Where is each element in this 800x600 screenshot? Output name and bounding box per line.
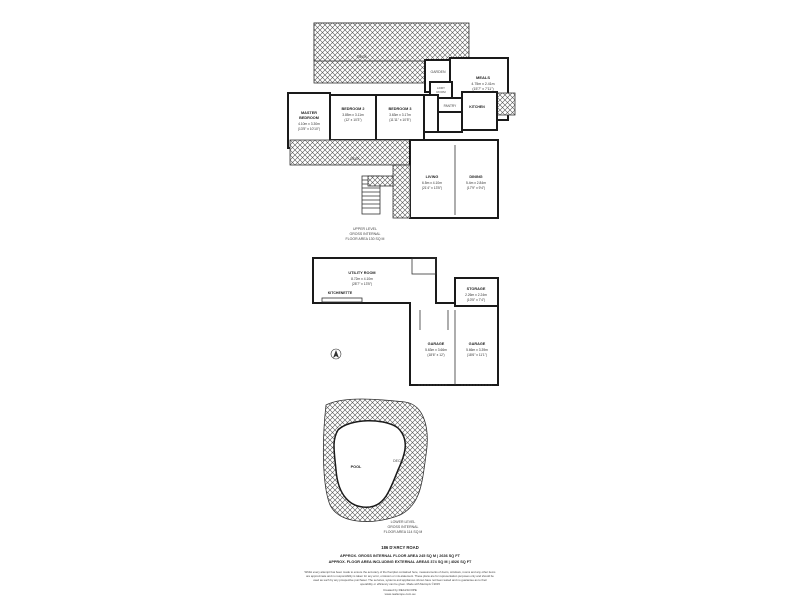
utility-room-dim2: (28'7" x 13'5") <box>352 282 372 286</box>
meals-label: MEALS <box>476 75 490 80</box>
garage-1-dim1: 5.63m x 3.66m <box>425 348 447 352</box>
north-arrow-icon <box>330 348 342 360</box>
dining-label: DINING <box>469 175 482 179</box>
ensuite-room <box>423 94 439 133</box>
upper-level-title-3: FLOOR AREA 130 SQ M <box>346 237 385 241</box>
meals-dim2: (15'7" x 7'11") <box>472 87 493 91</box>
storage-dim1: 2.26m x 2.24m <box>465 293 487 297</box>
utility-room-label: UTILITY ROOM <box>348 271 375 275</box>
pool-area: POOL DECK <box>323 398 428 522</box>
garage-1-label: GARAGE <box>428 342 445 346</box>
living-dim2: (21'4" x 13'5") <box>422 186 442 190</box>
disclaimer-1: Whilst every attempt has been made to en… <box>305 570 497 574</box>
dining-dim2: (17'9" x 9'4") <box>467 186 485 190</box>
upper-level: DECK GARDEN MEALS 4.75m x 2.41m (15'7" x… <box>287 22 516 241</box>
credit-2: www.realscope.com.au <box>385 592 416 596</box>
lower-level-title-3: FLOOR AREA 114 SQ M <box>384 530 423 534</box>
bedroom-3-label: BEDROOM 3 <box>389 107 412 111</box>
upper-level-title-1: UPPER LEVEL <box>353 227 377 231</box>
master-bedroom-room <box>287 92 331 149</box>
living-dining-room <box>409 139 499 219</box>
garage-2-dim2: (18'6" x 11'1") <box>467 353 487 357</box>
upper-mid-deck-label: DECK <box>350 157 360 161</box>
bedroom-3-dim2: (11'11" x 10'5") <box>389 118 411 122</box>
master-bedroom-dim2: (13'5" x 10'10") <box>298 127 320 131</box>
disclaimer-4: operability or efficiency can be given. … <box>360 582 440 586</box>
utility-room-dim1: 8.72m x 4.10m <box>351 277 373 281</box>
pantry-label: PANTRY <box>444 104 458 108</box>
master-bedroom-label: MASTER <box>301 111 317 115</box>
lower-level-title-1: LOWER LEVEL <box>391 520 416 524</box>
footer: 186 D'ARCY ROAD APPROX. GROSS INTERNAL F… <box>305 545 497 596</box>
area-line-2: APPROX. FLOOR AREA INCLUDING EXTERNAL AR… <box>329 560 472 564</box>
garage-2-label: GARAGE <box>469 342 486 346</box>
garden-label: GARDEN <box>431 70 446 74</box>
meals-dim1: 4.75m x 2.41m <box>471 82 494 86</box>
kitchenette-label: KITCHENETTE <box>328 291 353 295</box>
bedroom-3-room <box>375 94 425 141</box>
bedroom-2-dim1: 3.85m x 3.11m <box>342 113 364 117</box>
disclaimer-3: used as such by any prospective purchase… <box>313 578 487 582</box>
living-label: LIVING <box>426 175 439 179</box>
credit-1: Created by REALSCOPE <box>383 588 417 592</box>
bedroom-2-label: BEDROOM 2 <box>342 107 365 111</box>
kitchen-room <box>461 91 498 131</box>
upper-top-deck-extension <box>313 22 470 62</box>
area-line-1: APPROX. GROSS INTERNAL FLOOR AREA 245 SQ… <box>340 554 461 558</box>
master-bedroom-dim1: 4.10m x 3.30m <box>298 122 320 126</box>
storage-label: STORAGE <box>467 287 486 291</box>
storage-room <box>454 277 499 307</box>
lower-level: UTILITY ROOM 8.72m x 4.10m (28'7" x 13'5… <box>312 257 499 386</box>
upper-stairs <box>361 175 394 215</box>
upper-top-deck-label: DECK <box>357 55 367 59</box>
laundry-label: LDRY <box>437 86 445 90</box>
bedroom-3-dim1: 3.63m x 3.17m <box>389 113 411 117</box>
meals-side-deck <box>496 92 516 116</box>
storage-dim2: (10'5" x 7'4") <box>467 298 485 302</box>
laundry-label-2: ROOM <box>436 90 446 94</box>
pool-label: POOL <box>351 465 362 469</box>
dining-dim1: 5.4m x 2.84m <box>466 181 486 185</box>
disclaimer-2: are approximate and no responsibility is… <box>306 574 494 578</box>
garage-2-dim1: 5.66m x 3.39m <box>466 348 488 352</box>
lower-level-title-2: GROSS INTERNAL <box>388 525 419 529</box>
bedroom-2-dim2: (12' x 10'3") <box>344 118 361 122</box>
bathroom-room <box>437 111 463 133</box>
pool-deck-label: DECK <box>393 459 403 463</box>
living-side-deck <box>392 164 411 219</box>
upper-level-title-2: GROSS INTERNAL <box>350 232 381 236</box>
master-bedroom-label-2: BEDROOM <box>299 116 319 120</box>
garage-1-dim2: (18'6" x 12') <box>427 353 444 357</box>
address: 186 D'ARCY ROAD <box>381 545 418 550</box>
upper-mid-deck <box>289 139 411 166</box>
kitchen-label: KITCHEN <box>469 105 485 109</box>
living-dim1: 6.5m x 4.10m <box>422 181 442 185</box>
pool-water <box>333 420 406 508</box>
